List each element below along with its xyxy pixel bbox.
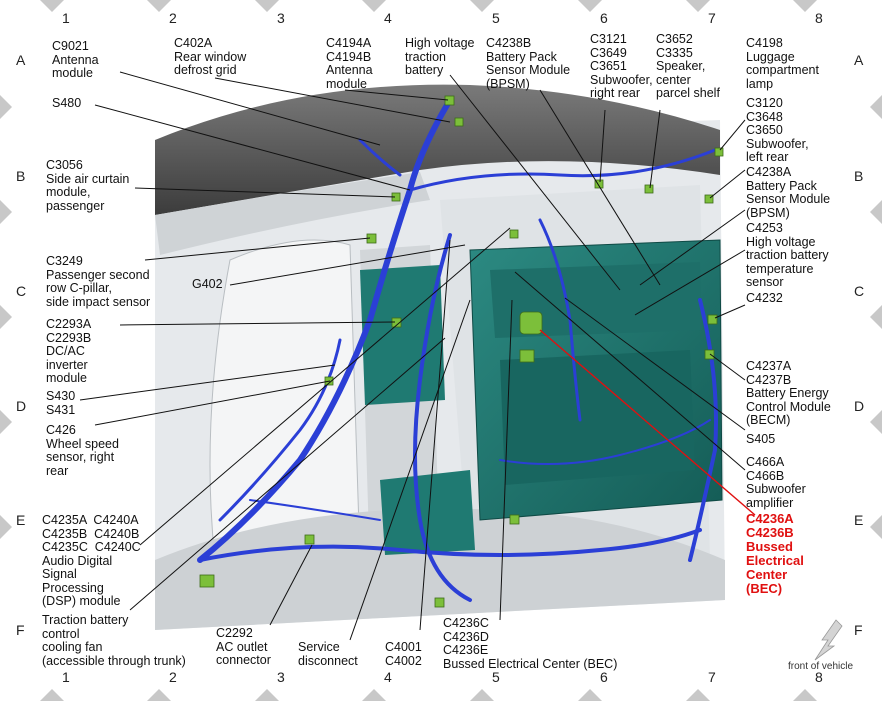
grid-col-bottom-7: 7 bbox=[708, 669, 716, 685]
grid-row-right-e: E bbox=[854, 512, 864, 528]
callout-s430: S430 S431 bbox=[46, 389, 76, 417]
callout-c4235: C4235A C4240A C4235B C4240B C4235C C4240… bbox=[42, 513, 141, 608]
callout-s480: S480 bbox=[52, 96, 82, 110]
grid-col-bottom-2: 2 bbox=[169, 669, 177, 685]
grid-col-bottom-3: 3 bbox=[277, 669, 285, 685]
callout-c3121: C3121 C3649 C3651 Subwoofer, right rear bbox=[590, 32, 653, 100]
callout-c4236ab-highlight: C4236A C4236B Bussed Electrical Center (… bbox=[746, 511, 804, 596]
callout-s405: S405 bbox=[746, 432, 776, 446]
grid-col-bottom-8: 8 bbox=[815, 669, 823, 685]
highlight-leader-line bbox=[539, 329, 756, 516]
grid-row-right-a: A bbox=[854, 52, 864, 68]
callout-c4001: C4001 C4002 bbox=[385, 640, 422, 668]
grid-row-right-c: C bbox=[854, 283, 865, 299]
callout-c4238a: C4238A Battery Pack Sensor Module (BPSM) bbox=[746, 165, 831, 220]
callout-traction-fan: Traction battery control cooling fan (ac… bbox=[42, 613, 186, 668]
grid-col-top-3: 3 bbox=[277, 10, 285, 26]
grid-col-top-8: 8 bbox=[815, 10, 823, 26]
grid-col-top-4: 4 bbox=[384, 10, 392, 26]
grid-col-top-5: 5 bbox=[492, 10, 500, 26]
grid-row-left-f: F bbox=[16, 622, 25, 638]
grid-row-left-a: A bbox=[16, 52, 26, 68]
callout-c3652: C3652 C3335 Speaker, center parcel shelf bbox=[656, 32, 720, 100]
callout-c2292: C2292 AC outlet connector bbox=[216, 626, 271, 667]
callout-service-disconnect: Service disconnect bbox=[298, 640, 358, 668]
grid-row-left-c: C bbox=[16, 283, 27, 299]
grid-col-bottom-5: 5 bbox=[492, 669, 500, 685]
grid-row-left-d: D bbox=[16, 398, 27, 414]
grid-row-right-d: D bbox=[854, 398, 865, 414]
front-of-vehicle-label: front of vehicle bbox=[788, 661, 854, 672]
callout-hv-battery: High voltage traction battery bbox=[405, 36, 475, 77]
callout-c4232: C4232 bbox=[746, 291, 783, 305]
callout-c4238b: C4238B Battery Pack Sensor Module (BPSM) bbox=[486, 36, 571, 91]
leader-lines bbox=[79, 71, 746, 641]
callout-c4198: C4198 Luggage compartment lamp bbox=[746, 36, 819, 91]
callout-c4194: C4194A C4194B Antenna module bbox=[326, 36, 373, 91]
grid-col-top-1: 1 bbox=[62, 10, 70, 26]
grid-col-bottom-4: 4 bbox=[384, 669, 392, 685]
connectors bbox=[199, 95, 724, 608]
callout-c4236ce: C4236C C4236D C4236E Bussed Electrical C… bbox=[443, 616, 618, 671]
grid-col-top-7: 7 bbox=[708, 10, 716, 26]
callout-c2293: C2293A C2293B DC/AC inverter module bbox=[46, 317, 92, 385]
grid-col-top-2: 2 bbox=[169, 10, 177, 26]
arrow-icon bbox=[814, 619, 843, 661]
callout-c4253: C4253 High voltage traction battery temp… bbox=[746, 221, 829, 289]
grid-row-left-b: B bbox=[16, 168, 26, 184]
grid-col-top-6: 6 bbox=[600, 10, 608, 26]
grid-row-right-f: F bbox=[854, 622, 863, 638]
callout-c3249: C3249 Passenger second row C-pillar, sid… bbox=[46, 254, 151, 309]
callout-c3056: C3056 Side air curtain module, passenger bbox=[46, 158, 130, 213]
callout-c4237: C4237A C4237B Battery Energy Control Mod… bbox=[746, 359, 831, 427]
callout-g402: G402 bbox=[192, 277, 223, 291]
callout-c3120: C3120 C3648 C3650 Subwoofer, left rear bbox=[746, 96, 809, 164]
grid-col-bottom-6: 6 bbox=[600, 669, 608, 685]
callout-c426: C426 Wheel speed sensor, right rear bbox=[46, 423, 119, 478]
traction-battery bbox=[360, 239, 723, 555]
grid-row-right-b: B bbox=[854, 168, 864, 184]
grid-col-bottom-1: 1 bbox=[62, 669, 70, 685]
callout-c9021: C9021 Antenna module bbox=[52, 39, 99, 80]
callout-c402a: C402A Rear window defrost grid bbox=[174, 36, 247, 77]
callout-c466: C466A C466B Subwoofer amplifier bbox=[746, 455, 806, 510]
grid-row-left-e: E bbox=[16, 512, 26, 528]
wiring-harness bbox=[197, 97, 718, 602]
